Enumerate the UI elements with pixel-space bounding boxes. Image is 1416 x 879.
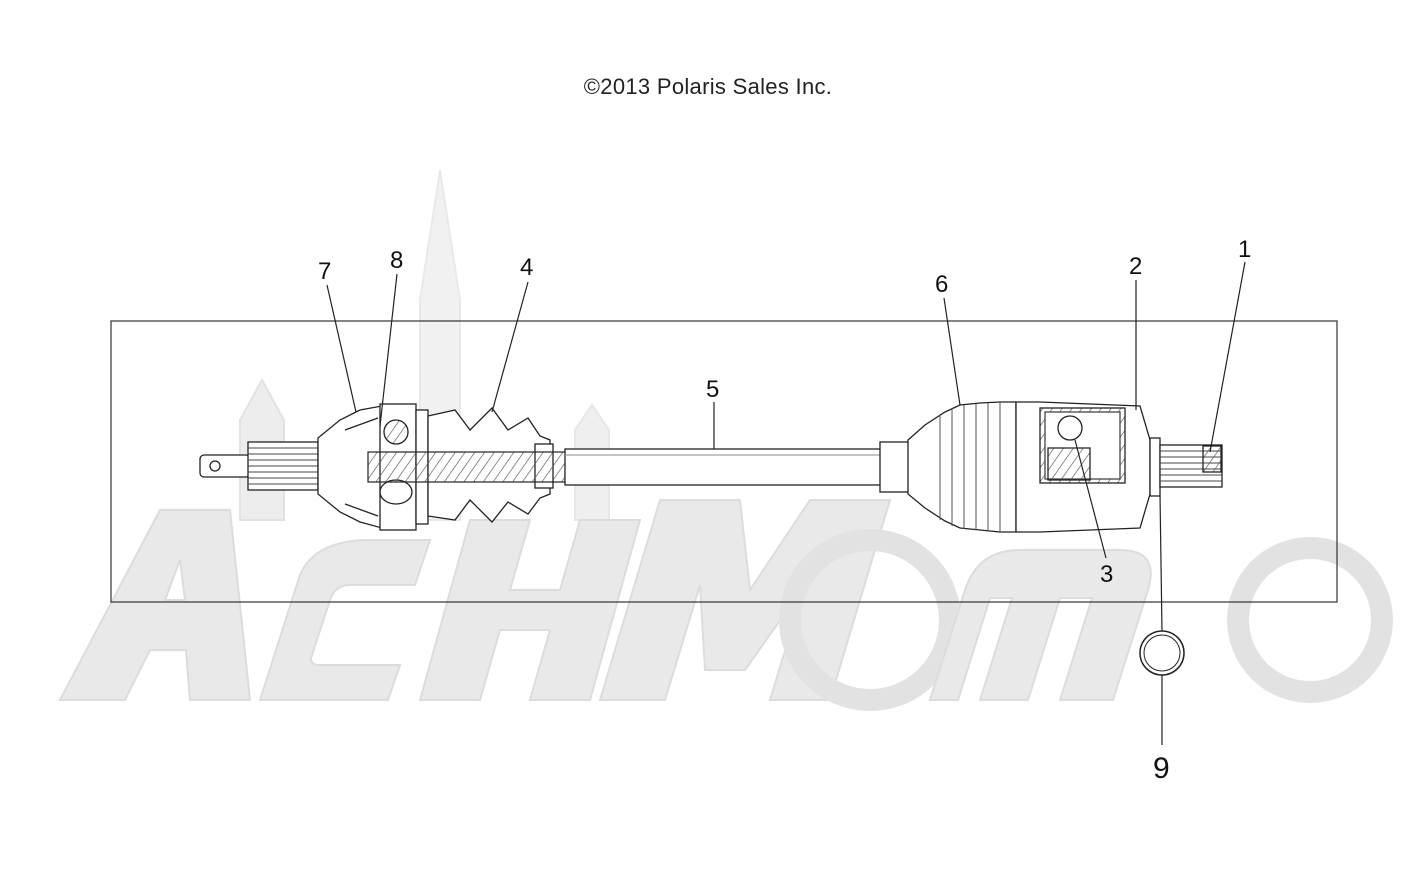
callout-2: 2 (1129, 253, 1142, 280)
callout-7: 7 (318, 258, 331, 285)
callout-9: 9 (1153, 752, 1170, 785)
watermark-logo (58, 169, 1393, 711)
copyright-notice: ©2013 Polaris Sales Inc. (583, 74, 833, 99)
right-cv-joint (1015, 401, 1161, 533)
inner-shaft-section (367, 451, 569, 483)
callout-5: 5 (706, 376, 719, 403)
callout-4: 4 (520, 254, 533, 281)
callout-1: 1 (1238, 236, 1251, 263)
callout-8: 8 (390, 247, 403, 274)
main-shaft (564, 441, 911, 493)
o-ring-inner (1143, 634, 1181, 672)
callout-6: 6 (935, 271, 948, 298)
callout-3: 3 (1100, 561, 1113, 588)
assembly-frame (110, 320, 1338, 603)
right-boot (907, 401, 1017, 533)
o-ring (1139, 630, 1185, 676)
right-stub-shaft (1159, 444, 1223, 488)
leader-lines (326, 261, 1246, 745)
left-cv-joint (199, 403, 429, 531)
